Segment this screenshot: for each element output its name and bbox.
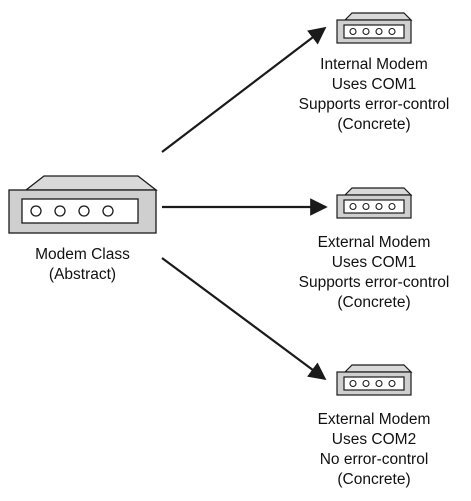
internal-modem-com1-error-control: Supports error-control	[298, 96, 450, 113]
internal-modem-com1-name: Internal Modem	[320, 56, 428, 73]
internal-modem-com1-port-4	[388, 27, 396, 36]
external-modem-com2-panel	[343, 376, 405, 391]
external-modem-com2-top	[343, 364, 413, 373]
internal-modem-com1-port-1	[349, 27, 357, 36]
external-modem-com2-name: External Modem	[317, 411, 431, 428]
external-modem-com2-port-4	[388, 379, 396, 388]
modem-class-icon	[8, 175, 158, 234]
external-modem-com1-port: Uses COM1	[331, 254, 417, 271]
internal-modem-com1-top	[343, 12, 413, 21]
external-modem-com1-kind: (Concrete)	[337, 294, 411, 311]
external-modem-com1-panel	[343, 199, 405, 214]
external-modem-com1-port-1	[349, 202, 357, 211]
internal-modem-com1-label: Internal Modem Uses COM1 Supports error-…	[294, 55, 454, 135]
arrow-to-external-modem-com2	[161, 257, 327, 381]
modem-class-name: Modem Class	[35, 246, 130, 263]
internal-modem-com1-port: Uses COM1	[331, 76, 417, 93]
external-modem-com2-icon	[336, 364, 413, 396]
modem-class-label: Modem Class (Abstract)	[0, 245, 165, 285]
internal-modem-com1-panel	[343, 24, 405, 39]
external-modem-com2-port-1	[349, 379, 357, 388]
external-modem-com2-port: Uses COM2	[331, 431, 417, 448]
modem-class-top	[24, 175, 158, 191]
external-modem-com1-error-control: Supports error-control	[298, 274, 450, 291]
external-modem-com2-port-2	[362, 379, 370, 388]
external-modem-com1-port-4	[388, 202, 396, 211]
external-modem-com1-icon	[336, 187, 413, 219]
modem-class-port-4	[102, 205, 114, 217]
internal-modem-com1-port-2	[362, 27, 370, 36]
external-modem-com1-top	[343, 187, 413, 196]
internal-modem-com1-port-3	[375, 27, 383, 36]
external-modem-com2-port-3	[375, 379, 383, 388]
modem-class-kind: (Abstract)	[48, 266, 117, 283]
external-modem-com1-name: External Modem	[317, 234, 431, 251]
arrow-to-internal-modem-com1	[161, 26, 327, 153]
internal-modem-com1-kind: (Concrete)	[337, 116, 411, 133]
external-modem-com1-port-2	[362, 202, 370, 211]
external-modem-com1-port-3	[375, 202, 383, 211]
external-modem-com1-label: External Modem Uses COM1 Supports error-…	[294, 233, 454, 313]
external-modem-com2-kind: (Concrete)	[337, 471, 411, 488]
internal-modem-com1-icon	[336, 12, 413, 44]
external-modem-com2-label: External Modem Uses COM2 No error-contro…	[294, 410, 454, 490]
modem-class-port-3	[78, 205, 90, 217]
modem-class-port-2	[54, 205, 66, 217]
external-modem-com2-error-control: No error-control	[319, 451, 429, 468]
modem-class-port-1	[30, 205, 42, 217]
